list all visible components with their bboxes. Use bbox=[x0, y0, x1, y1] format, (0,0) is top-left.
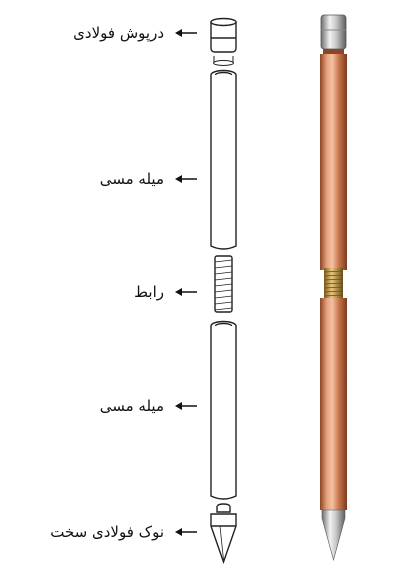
assembled-rod bbox=[320, 14, 347, 562]
label-coupler: رابط bbox=[134, 283, 164, 301]
label-copper-rod-top: میله مسی bbox=[99, 170, 164, 188]
steel-tip-drawing bbox=[210, 503, 237, 565]
label-copper-rod-bottom: میله مسی bbox=[99, 397, 164, 415]
rod-copper-top bbox=[320, 54, 347, 270]
copper-rod-top-drawing bbox=[210, 69, 237, 250]
coupler-drawing bbox=[214, 255, 233, 313]
steel-cap-drawing bbox=[210, 17, 237, 66]
label-steel-tip: نوک فولادی سخت bbox=[50, 523, 164, 541]
rod-copper-bottom bbox=[320, 298, 347, 510]
arrow-coupler bbox=[175, 288, 197, 296]
exploded-view bbox=[210, 17, 237, 565]
copper-rod-bottom-drawing bbox=[210, 320, 237, 500]
arrow-copper-rod-top bbox=[175, 175, 197, 183]
rod-steel-cap bbox=[320, 14, 347, 50]
arrow-steel-cap bbox=[175, 29, 197, 37]
arrow-steel-tip bbox=[175, 528, 197, 536]
rod-steel-tip bbox=[321, 509, 346, 562]
arrow-copper-rod-bottom bbox=[175, 402, 197, 410]
label-steel-cap: درپوش فولادی bbox=[73, 24, 164, 42]
